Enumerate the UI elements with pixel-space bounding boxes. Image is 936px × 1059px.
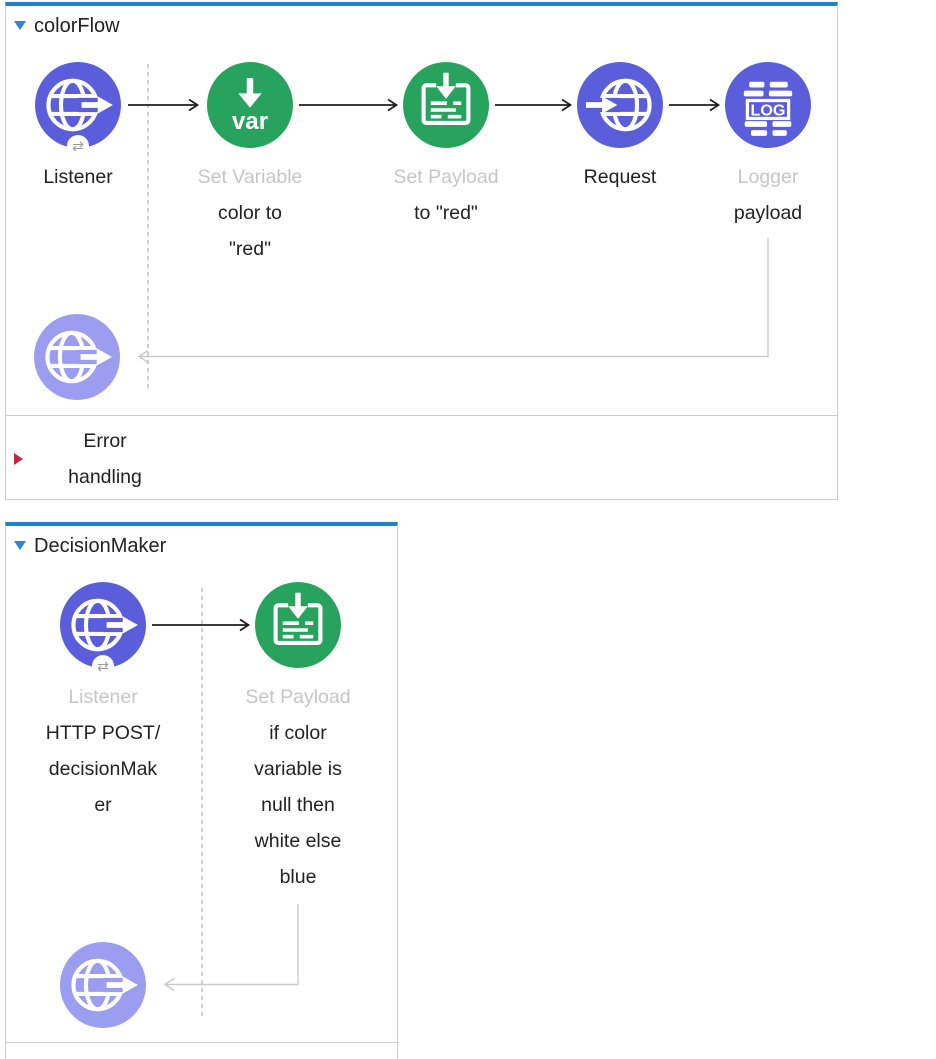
flow-section-divider: [6, 1042, 397, 1043]
node-name: Listener: [68, 686, 138, 708]
http-listener-icon[interactable]: [35, 62, 121, 148]
node-set-payload[interactable]: Set Payload if color variable is null th…: [228, 582, 368, 888]
node-http-request[interactable]: Request: [550, 62, 690, 188]
node-name: Set Payload: [245, 686, 351, 708]
node-caption: color to "red": [218, 202, 282, 260]
node-http-listener[interactable]: ⇄ Listener: [8, 62, 148, 188]
log-label: LOG: [751, 101, 786, 119]
node-name: Set Payload: [393, 166, 499, 188]
node-http-listener[interactable]: ⇄ Listener HTTP POST/ decisionMak er: [33, 582, 173, 816]
logger-icon[interactable]: LOG: [725, 62, 811, 148]
globe-out-glyph: [46, 78, 114, 132]
response-badge-glyph: ⇄: [97, 657, 109, 674]
flow-header: colorFlow: [6, 6, 837, 46]
node-set-payload[interactable]: Set Payload to "red": [376, 62, 516, 224]
set-payload-icon[interactable]: [403, 62, 489, 148]
var-glyph: var: [232, 78, 269, 135]
flow-title: colorFlow: [34, 15, 120, 37]
error-handling-section[interactable]: [6, 1043, 397, 1059]
error-handling-label: Error handling: [68, 430, 142, 488]
error-handling-section[interactable]: Error handling: [6, 416, 837, 499]
log-glyph: LOG: [743, 81, 793, 136]
flow-header: DecisionMaker: [6, 526, 397, 566]
node-name: Listener: [43, 166, 113, 188]
globe-out-glyph: [71, 958, 139, 1012]
flow-section-divider: [6, 415, 837, 416]
source-response-icon[interactable]: [34, 314, 120, 400]
globe-out-glyph: [45, 330, 113, 384]
response-badge-icon: ⇄: [92, 655, 114, 677]
error-handling-collapse-icon[interactable]: [14, 453, 23, 465]
flow-collapse-icon[interactable]: [14, 541, 26, 550]
flow-title: DecisionMaker: [34, 535, 167, 557]
set-payload-icon[interactable]: [255, 582, 341, 668]
flow-container-decisionmaker[interactable]: DecisionMaker ⇄: [5, 522, 398, 1059]
node-name: Logger: [737, 166, 799, 188]
node-caption: payload: [733, 202, 803, 224]
payload-glyph: [421, 72, 471, 125]
node-caption: HTTP POST/ decisionMak er: [45, 722, 161, 816]
source-response-icon[interactable]: [60, 942, 146, 1028]
response-badge-icon: ⇄: [67, 135, 89, 157]
http-request-icon[interactable]: [577, 62, 663, 148]
flow-container-colorflow[interactable]: colorFlow ⇄: [5, 2, 838, 500]
globe-in-glyph: [580, 78, 652, 132]
response-badge-glyph: ⇄: [72, 137, 84, 154]
http-listener-icon[interactable]: [60, 582, 146, 668]
node-name: Request: [583, 166, 657, 188]
node-set-variable[interactable]: var Set Variable color to "red": [180, 62, 320, 260]
payload-glyph: [273, 592, 323, 645]
globe-out-glyph: [71, 598, 139, 652]
set-variable-icon[interactable]: var: [207, 62, 293, 148]
var-label: var: [232, 108, 269, 135]
node-caption: if color variable is null then white els…: [254, 722, 342, 888]
flow-collapse-icon[interactable]: [14, 21, 26, 30]
node-caption: to "red": [414, 202, 478, 224]
node-name: Set Variable: [197, 166, 303, 188]
node-logger[interactable]: LOG Logger payload: [698, 62, 838, 224]
